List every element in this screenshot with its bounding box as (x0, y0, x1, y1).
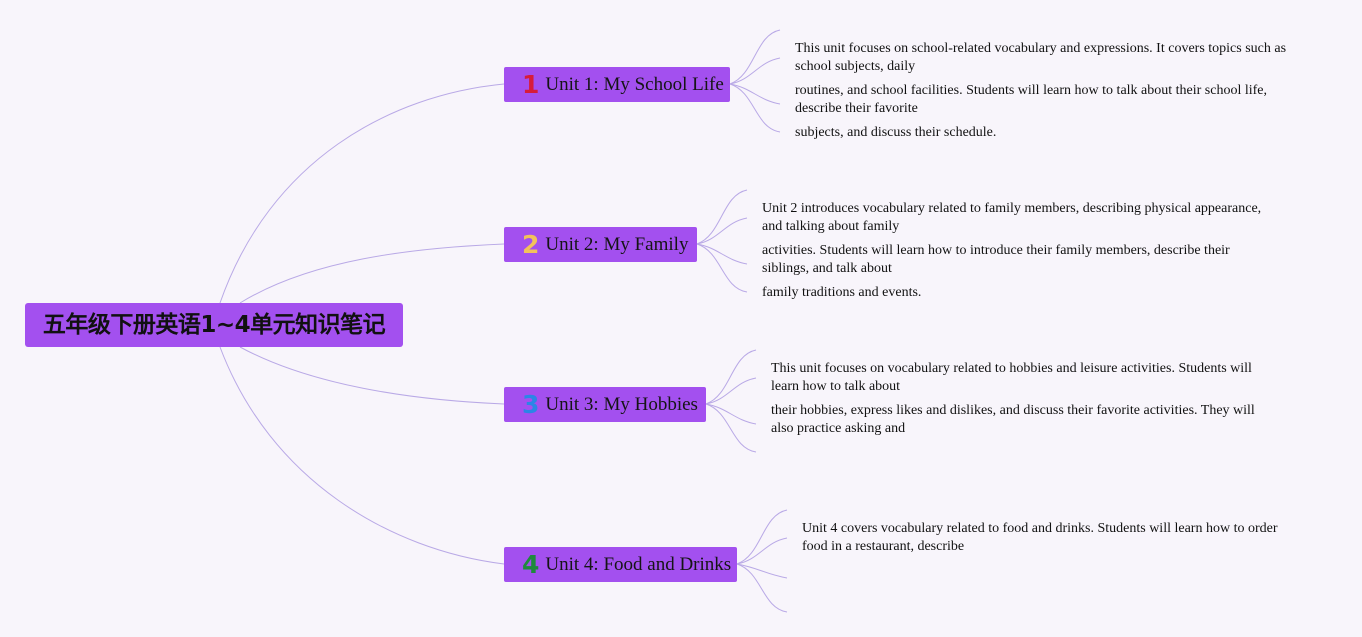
unit-1-note-3: subjects, and discuss their schedule. (795, 125, 997, 140)
unit-node-3[interactable]: 3 Unit 3: My Hobbies (504, 387, 706, 422)
connector-unit-1-fan-2 (729, 57, 781, 85)
connector-unit-2-fan-1 (696, 189, 748, 245)
connector-root-unit-2 (239, 243, 505, 304)
number-2-icon: 2 (522, 230, 540, 259)
connector-unit-1-fan-3 (729, 83, 781, 105)
connector-root-unit-3 (239, 346, 505, 405)
unit-title: Unit 1: My School Life (545, 73, 724, 95)
root-title: 五年级下册英语1~4单元知识笔记 (42, 312, 386, 338)
number-4-icon: 4 (522, 550, 540, 579)
unit-title: Unit 4: Food and Drinks (545, 553, 732, 575)
unit-node-1[interactable]: 1 Unit 1: My School Life (504, 67, 730, 102)
connector-root-unit-1 (219, 83, 505, 304)
connector-unit-3-fan-4 (705, 403, 757, 453)
number-1-icon: 1 (522, 70, 540, 99)
unit-2-note-1: Unit 2 introduces vocabulary related to … (762, 201, 1262, 234)
connector-unit-3-fan-2 (705, 377, 757, 405)
connector-unit-2-fan-4 (696, 243, 748, 293)
connector-unit-1-fan-1 (729, 29, 781, 85)
unit-2-note-2: activities. Students will learn how to i… (762, 243, 1230, 276)
unit-1-note-1: This unit focuses on school-related voca… (795, 41, 1287, 74)
connector-unit-1-fan-4 (729, 83, 781, 133)
unit-node-4[interactable]: 4 Unit 4: Food and Drinks (504, 547, 737, 582)
connector-unit-4-fan-2 (736, 537, 788, 565)
connector-unit-3-fan-3 (705, 403, 757, 425)
number-3-icon: 3 (522, 390, 540, 419)
connector-unit-4-fan-3 (736, 563, 788, 579)
connector-unit-2-fan-3 (696, 243, 748, 265)
connector-unit-3-fan-1 (705, 349, 757, 405)
unit-3-note-1: This unit focuses on vocabulary related … (771, 361, 1252, 394)
unit-node-2[interactable]: 2 Unit 2: My Family (504, 227, 697, 262)
unit-3-note-2: their hobbies, express likes and dislike… (771, 403, 1255, 435)
connector-unit-4-fan-4 (736, 563, 788, 613)
root-node[interactable]: 五年级下册英语1~4单元知识笔记 (25, 303, 403, 347)
unit-1-note-2: routines, and school facilities. Student… (795, 83, 1268, 116)
unit-4-note-1: Unit 4 covers vocabulary related to food… (802, 521, 1278, 554)
unit-title: Unit 2: My Family (545, 233, 689, 255)
connector-unit-2-fan-2 (696, 217, 748, 245)
connector-root-unit-4 (219, 346, 505, 565)
unit-title: Unit 3: My Hobbies (545, 393, 698, 415)
unit-2-note-3: family traditions and events. (762, 285, 922, 300)
connector-unit-4-fan-1 (736, 509, 788, 565)
